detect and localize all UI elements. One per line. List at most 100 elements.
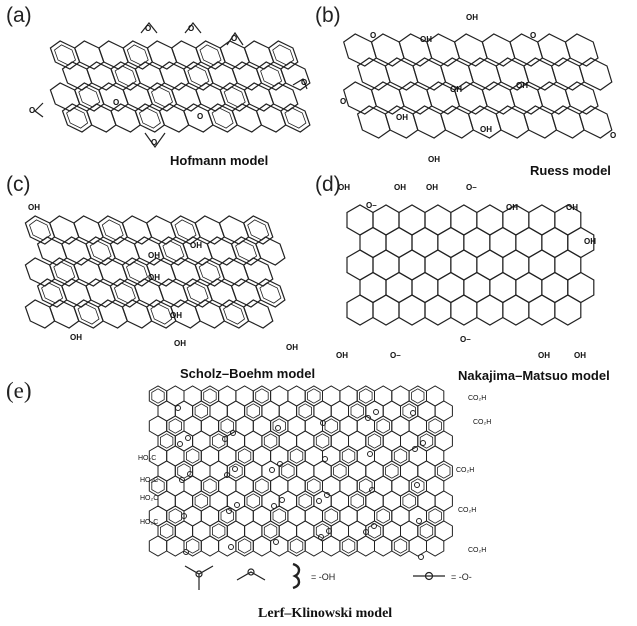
- svg-text:OH: OH: [286, 343, 298, 352]
- double-bond-ring: [246, 493, 260, 509]
- panel-label-e: (e): [6, 378, 32, 403]
- lattice-ring: [426, 535, 445, 557]
- double-bond-ring: [151, 478, 165, 494]
- functional-group-marker: [181, 513, 187, 519]
- double-bond-ring: [151, 388, 165, 404]
- lattice-ring: [463, 271, 491, 304]
- svg-text:O: O: [340, 97, 346, 106]
- lattice-ring: [270, 535, 289, 557]
- lattice-ring: [437, 271, 465, 304]
- double-bond-ring: [168, 418, 182, 434]
- ruess-oh-top: OH: [466, 13, 478, 22]
- lattice-ring: [554, 249, 582, 281]
- double-bond-ring: [194, 493, 208, 509]
- nakajima-matsuo-structure: OH OH OH O– OH OH O– OH OH OH OH O– O–: [336, 183, 596, 360]
- double-bond-ring: [298, 493, 312, 509]
- lattice-ring: [166, 535, 185, 557]
- svg-text:OH: OH: [148, 251, 160, 260]
- lattice-ring: [424, 249, 452, 281]
- functional-group-marker: [234, 502, 240, 508]
- svg-text:OH: OH: [190, 241, 202, 250]
- double-bond-ring: [341, 448, 356, 464]
- double-bond-ring: [160, 523, 174, 539]
- lattice-ring: [564, 81, 599, 115]
- double-bond-ring: [77, 303, 100, 325]
- double-bond-ring: [223, 303, 245, 325]
- lattice-ring: [411, 226, 439, 259]
- svg-text:O: O: [29, 106, 35, 115]
- lattice-ring: [408, 535, 427, 557]
- svg-text:O: O: [145, 24, 151, 33]
- functional-group-marker: [273, 539, 279, 545]
- double-bond-ring: [385, 463, 399, 479]
- lattice-ring: [242, 299, 274, 329]
- svg-text:OH: OH: [516, 81, 528, 90]
- double-bond-ring: [281, 463, 295, 479]
- double-bond-ring: [419, 523, 434, 539]
- double-bond-ring: [263, 523, 278, 539]
- lattice-ring: [322, 535, 341, 557]
- double-bond-ring: [255, 388, 269, 404]
- lattice-ring: [578, 57, 613, 91]
- double-bond-ring: [263, 433, 278, 449]
- double-bond-ring: [367, 523, 382, 539]
- lattice-ring: [541, 226, 569, 259]
- lattice-ring: [541, 271, 569, 304]
- svg-text:OH: OH: [450, 85, 462, 94]
- functional-group-marker: [412, 446, 418, 452]
- double-bond-ring: [315, 523, 330, 539]
- lattice-ring: [280, 103, 311, 133]
- double-bond-ring: [238, 538, 252, 554]
- double-bond-ring: [220, 418, 234, 434]
- lattice-ring: [578, 105, 613, 139]
- functional-group-marker: [322, 456, 328, 462]
- functional-group-marker: [326, 528, 332, 534]
- lattice-ring: [424, 294, 452, 326]
- svg-text:OH: OH: [394, 183, 406, 192]
- double-bond-ring: [367, 433, 382, 449]
- lattice-ring: [24, 215, 56, 245]
- lerf-klinowski-legend: = -OH = -O-: [184, 562, 472, 590]
- double-bond-ring: [324, 508, 338, 524]
- lattice-ring: [528, 249, 556, 281]
- double-bond-ring: [289, 538, 304, 554]
- double-bond-ring: [393, 538, 408, 554]
- svg-text:O: O: [113, 98, 119, 107]
- lattice-ring: [252, 535, 272, 557]
- panel-label-b: (b): [315, 4, 341, 27]
- svg-text:O: O: [188, 24, 194, 33]
- functional-group-marker: [365, 415, 371, 421]
- double-bond-ring: [350, 493, 364, 509]
- svg-text:O: O: [370, 31, 376, 40]
- lattice-ring: [528, 204, 556, 236]
- lattice-ring: [528, 294, 556, 326]
- svg-text:OH: OH: [538, 351, 550, 360]
- lattice-ring: [385, 226, 413, 259]
- lerf-klinowski-structure: CO₂H CO₂H CO₂H CO₂H CO₂H HO₂C HO₂C HO₂C …: [138, 385, 491, 560]
- functional-group-marker: [277, 461, 283, 467]
- svg-text:O: O: [610, 131, 616, 140]
- double-bond-ring: [212, 523, 226, 539]
- lattice-ring: [359, 226, 387, 259]
- svg-text:O: O: [231, 34, 237, 43]
- double-bond-ring: [376, 508, 390, 524]
- lattice-ring: [515, 271, 543, 304]
- lattice-ring: [242, 215, 274, 245]
- legend-o-text: = -O-: [451, 572, 472, 582]
- double-bond-ring: [333, 463, 347, 479]
- lattice-ring: [356, 535, 375, 557]
- functional-group-marker: [279, 497, 285, 503]
- lattice-ring: [148, 535, 168, 557]
- lattice-ring: [450, 294, 478, 326]
- svg-text:OH: OH: [70, 333, 82, 342]
- svg-text:OH: OH: [170, 311, 182, 320]
- model-title-nakajima-matsuo: Nakajima–Matsuo model: [458, 368, 610, 383]
- lattice-ring: [476, 294, 504, 326]
- lattice-ring: [385, 271, 413, 304]
- functional-group-marker: [224, 472, 230, 478]
- functional-group-marker: [226, 508, 232, 514]
- functional-group-marker: [373, 409, 379, 415]
- double-bond-ring: [393, 448, 408, 464]
- double-bond-ring: [411, 388, 425, 404]
